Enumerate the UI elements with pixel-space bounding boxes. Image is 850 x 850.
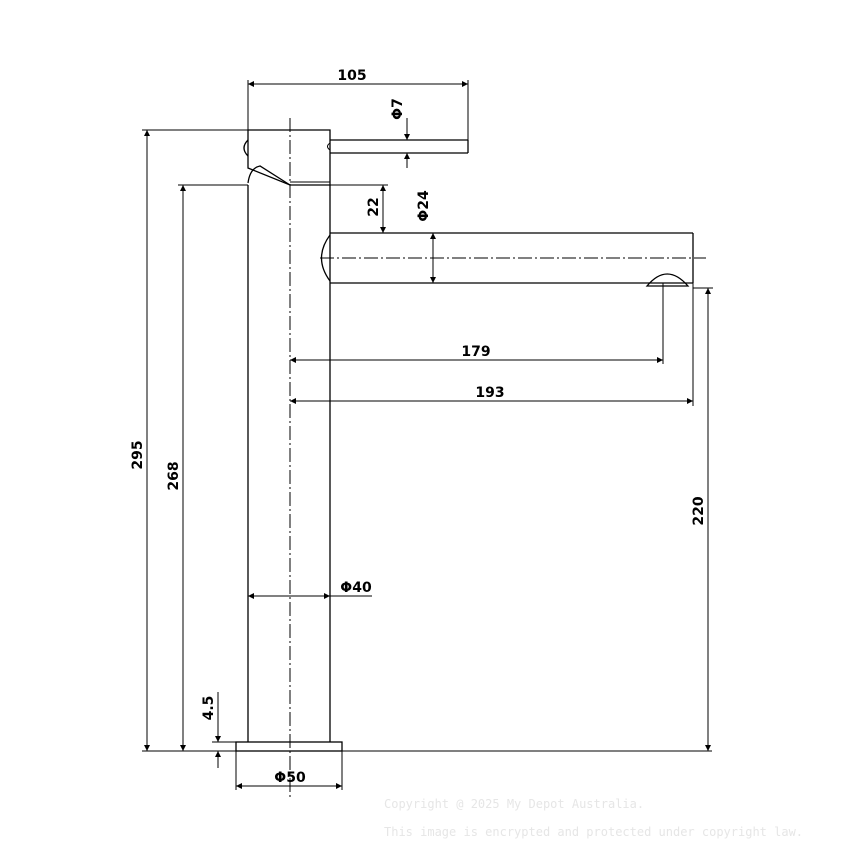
handle-block bbox=[247, 129, 331, 186]
label-reach-to-aerator: 179 bbox=[461, 344, 490, 360]
lever-root bbox=[327, 142, 331, 151]
label-body-height: 268 bbox=[166, 461, 182, 490]
label-lever-dia: Φ7 bbox=[390, 98, 406, 120]
label-body-dia: Φ40 bbox=[340, 580, 372, 596]
extension-lines bbox=[142, 80, 713, 790]
tap-outline bbox=[235, 118, 706, 800]
base-plate bbox=[235, 741, 343, 752]
label-handle-reach: 105 bbox=[337, 68, 366, 84]
handle-side-notch bbox=[243, 139, 249, 157]
dimension-labels: 105 Φ7 22 Φ24 179 193 295 268 220 Φ40 4.… bbox=[130, 68, 707, 786]
label-spout-offset: 22 bbox=[366, 197, 382, 216]
label-total-height: 295 bbox=[130, 440, 146, 469]
protection-watermark: This image is encrypted and protected un… bbox=[384, 825, 804, 839]
label-reach-total: 193 bbox=[475, 385, 504, 401]
handle-curve bbox=[247, 165, 291, 186]
aerator bbox=[645, 273, 690, 287]
copyright-watermark: Copyright @ 2025 My Depot Australia. bbox=[384, 797, 645, 811]
label-base-dia: Φ50 bbox=[274, 770, 306, 786]
label-spout-dia: Φ24 bbox=[416, 190, 432, 222]
dimension-lines bbox=[144, 81, 711, 789]
label-spout-height: 220 bbox=[691, 496, 707, 525]
label-base-thickness: 4.5 bbox=[201, 696, 217, 721]
